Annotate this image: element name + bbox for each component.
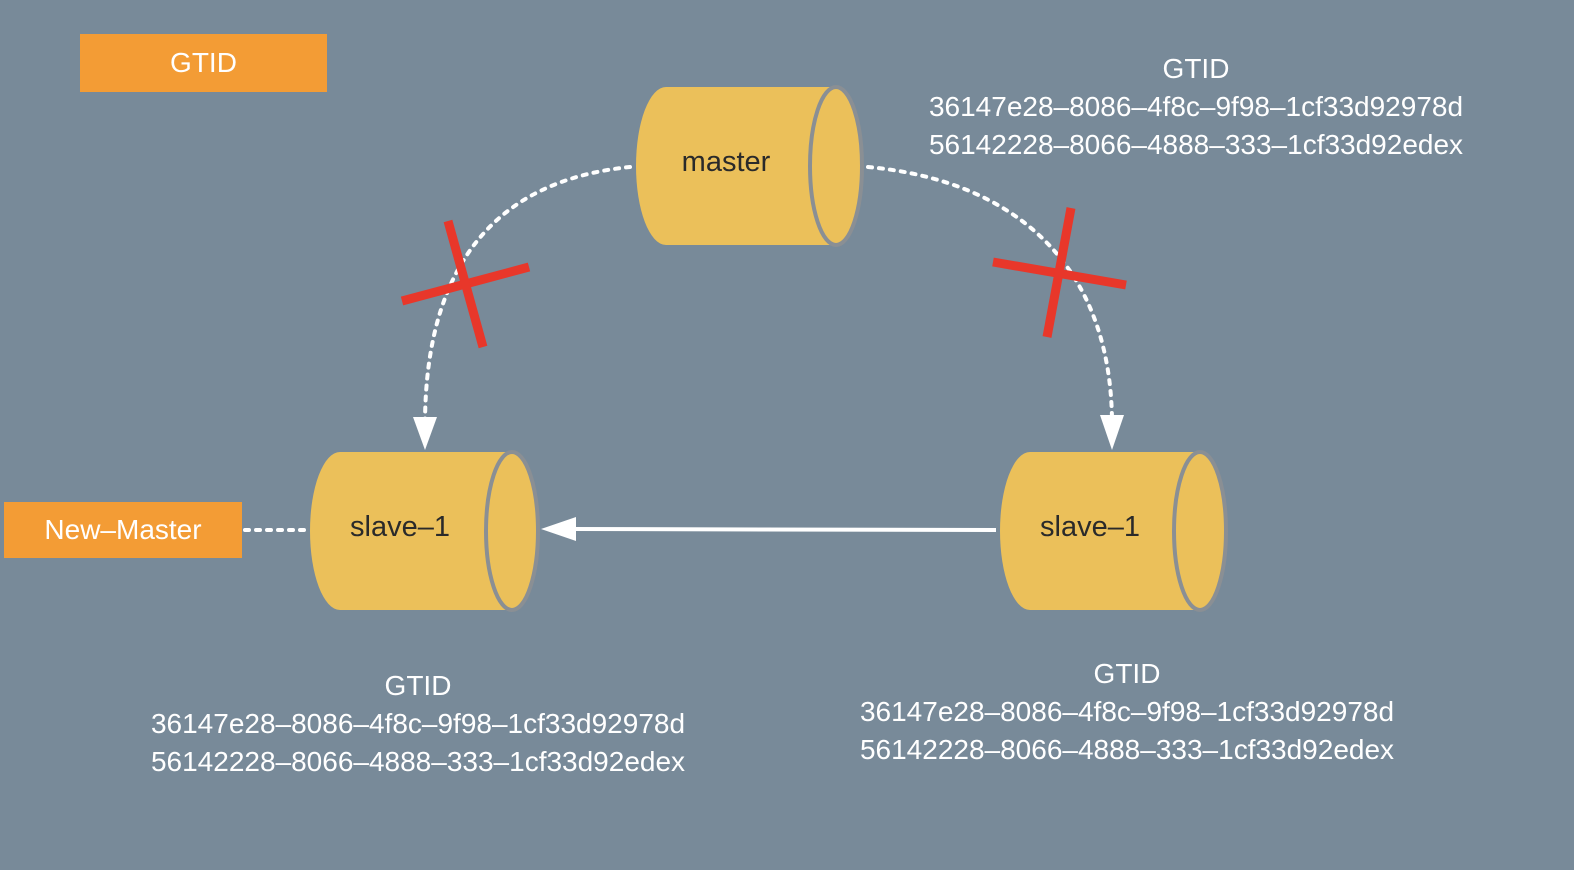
gtid-line: 36147e28–8086–4f8c–9f98–1cf33d92978d xyxy=(859,696,1395,727)
gtid-line: 56142228–8066–4888–333–1cf33d92edex xyxy=(859,734,1395,765)
gtid-line: 56142228–8066–4888–333–1cf33d92edex xyxy=(150,746,686,777)
slave-right-label: slave–1 xyxy=(1040,511,1140,543)
master-label: master xyxy=(681,146,771,178)
arrowhead-slave-right xyxy=(1100,415,1124,450)
arrowhead-new-master xyxy=(541,517,576,541)
slave-right-gtid-set: GTID 36147e28–8086–4f8c–9f98–1cf33d92978… xyxy=(777,655,1477,769)
broken-link-cross-left xyxy=(400,219,531,349)
broken-link-cross-right xyxy=(992,207,1127,338)
gtid-line: 36147e28–8086–4f8c–9f98–1cf33d92978d xyxy=(150,708,686,739)
slave-right-db-icon xyxy=(1000,450,1228,612)
master-gtid-set: GTID 36147e28–8086–4f8c–9f98–1cf33d92978… xyxy=(846,50,1546,164)
gtid-title: GTID xyxy=(1093,658,1161,689)
arrowhead-slave-left xyxy=(413,417,437,450)
new-master-tag: New–Master xyxy=(4,502,242,558)
replication-link-master-to-slave-left xyxy=(423,165,632,427)
gtid-title: GTID xyxy=(1162,53,1230,84)
gtid-tag: GTID xyxy=(80,34,327,92)
replication-link-slave-right-to-left xyxy=(571,527,997,532)
slave-left-gtid-set: GTID 36147e28–8086–4f8c–9f98–1cf33d92978… xyxy=(68,667,768,781)
slave-left-label: slave–1 xyxy=(350,511,450,543)
replication-link-master-to-slave-right xyxy=(866,165,1114,422)
slave-left-db-icon xyxy=(310,450,540,612)
gtid-line: 56142228–8066–4888–333–1cf33d92edex xyxy=(928,129,1464,160)
master-db-icon xyxy=(636,85,864,247)
gtid-title: GTID xyxy=(384,670,452,701)
gtid-line: 36147e28–8086–4f8c–9f98–1cf33d92978d xyxy=(928,91,1464,122)
